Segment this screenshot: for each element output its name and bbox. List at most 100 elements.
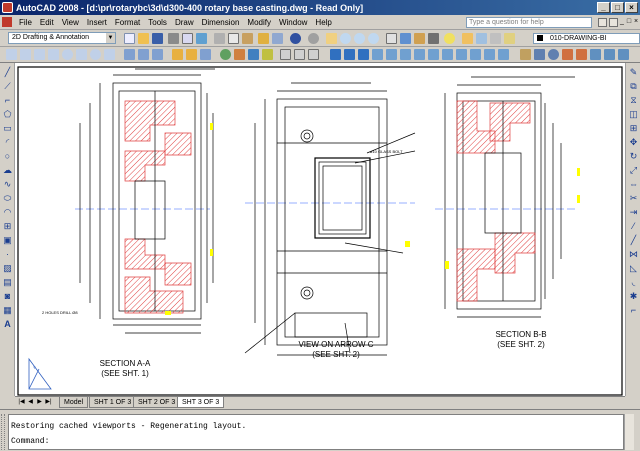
- tab-sht-1[interactable]: SHT 1 OF 3: [89, 397, 137, 408]
- extrude-icon[interactable]: [562, 49, 573, 60]
- visual-style-icon[interactable]: [248, 49, 259, 60]
- save-icon[interactable]: [152, 33, 163, 44]
- plot-icon[interactable]: [168, 33, 179, 44]
- table-icon[interactable]: ▦: [3, 305, 12, 315]
- menu-edit[interactable]: Edit: [39, 17, 54, 27]
- ucs-icon[interactable]: [330, 49, 341, 60]
- layer-dropdown[interactable]: 010-DRAWING-BI: [533, 33, 640, 44]
- hatch-icon[interactable]: ▨: [3, 263, 12, 273]
- menu-tools[interactable]: Tools: [148, 17, 167, 27]
- edit-polyline-icon[interactable]: ⌐: [630, 305, 637, 315]
- open-icon[interactable]: [138, 33, 149, 44]
- line-icon[interactable]: ╱: [4, 67, 11, 77]
- dimension-jogged-icon[interactable]: [76, 49, 87, 60]
- dimension-radius-icon[interactable]: [62, 49, 73, 60]
- region-icon[interactable]: ◙: [4, 291, 11, 301]
- point-icon[interactable]: ·: [6, 249, 9, 259]
- chamfer-icon[interactable]: ◺: [630, 263, 637, 273]
- layer-previous-icon[interactable]: [476, 33, 487, 44]
- ucs-world-icon[interactable]: [344, 49, 355, 60]
- pan-icon[interactable]: [326, 33, 337, 44]
- paste-icon[interactable]: [242, 33, 253, 44]
- revolve-icon[interactable]: [576, 49, 587, 60]
- polyline-icon[interactable]: ⌐: [4, 95, 11, 105]
- quick-dimension-icon[interactable]: [124, 49, 135, 60]
- extend-icon[interactable]: ⇥: [629, 207, 638, 217]
- doc-minimize-button[interactable]: _: [620, 18, 624, 25]
- match-properties-icon[interactable]: [258, 33, 269, 44]
- maximize-button[interactable]: □: [611, 2, 624, 13]
- menu-dimension[interactable]: Dimension: [201, 17, 240, 27]
- stretch-icon[interactable]: ⇔: [629, 179, 638, 189]
- ucs-zaxis-icon[interactable]: [428, 49, 439, 60]
- subtract-icon[interactable]: [604, 49, 615, 60]
- rectangle-icon[interactable]: ▭: [3, 123, 12, 133]
- mirror-icon[interactable]: ⧖: [630, 95, 637, 105]
- offset-icon[interactable]: ◫: [629, 109, 638, 119]
- dimension-diameter-icon[interactable]: [90, 49, 101, 60]
- intersect-icon[interactable]: [618, 49, 629, 60]
- ucs-z-icon[interactable]: [484, 49, 495, 60]
- solid-box-icon[interactable]: [534, 49, 545, 60]
- doc-close-button[interactable]: ×: [633, 18, 639, 25]
- ellipse-arc-icon[interactable]: ◠: [3, 207, 12, 217]
- undo-icon[interactable]: [290, 33, 301, 44]
- help-icon[interactable]: [444, 33, 455, 44]
- zoom-window-icon[interactable]: [354, 33, 365, 44]
- rotate-icon[interactable]: ↻: [629, 151, 638, 161]
- layer-isolate-icon[interactable]: [504, 33, 515, 44]
- break-at-point-icon[interactable]: ⁄: [632, 221, 635, 231]
- tolerance-icon[interactable]: [186, 49, 197, 60]
- next-tab-arrow-icon[interactable]: ▶: [37, 399, 42, 405]
- menu-file[interactable]: File: [19, 17, 32, 27]
- make-block-icon[interactable]: ▣: [3, 235, 12, 245]
- workspace-settings-icon[interactable]: [520, 49, 531, 60]
- properties-icon[interactable]: [386, 33, 397, 44]
- center-mark-icon[interactable]: [200, 49, 211, 60]
- autocad-app-icon[interactable]: [2, 2, 13, 13]
- erase-icon[interactable]: ✎: [629, 67, 638, 77]
- construction-line-icon[interactable]: ⟋: [4, 81, 11, 91]
- gradient-icon[interactable]: ▤: [3, 277, 12, 287]
- table-style-icon[interactable]: [308, 49, 319, 60]
- dimension-linear-icon[interactable]: [6, 49, 17, 60]
- dimension-angular-icon[interactable]: [104, 49, 115, 60]
- ucs-face-icon[interactable]: [372, 49, 383, 60]
- insert-block-icon[interactable]: ⊞: [3, 221, 12, 231]
- prev-tab-arrow-icon[interactable]: ◀: [28, 399, 33, 405]
- doc-restore-button[interactable]: □: [626, 18, 632, 25]
- zoom-previous-icon[interactable]: [368, 33, 379, 44]
- menu-window[interactable]: Window: [278, 17, 308, 27]
- menu-modify[interactable]: Modify: [247, 17, 271, 27]
- menu-help[interactable]: Help: [315, 17, 332, 27]
- copy-icon[interactable]: [228, 33, 239, 44]
- ellipse-icon[interactable]: ⬭: [3, 193, 12, 203]
- tool-palettes-icon[interactable]: [414, 33, 425, 44]
- explode-icon[interactable]: ✱: [629, 291, 638, 301]
- dimension-aligned-icon[interactable]: [20, 49, 31, 60]
- drawing-canvas[interactable]: SECTION A-A (SEE SHT. 1) VIEW ON ARROW C…: [15, 63, 625, 396]
- redo-icon[interactable]: [308, 33, 319, 44]
- dimension-baseline-icon[interactable]: [138, 49, 149, 60]
- layer-state-icon[interactable]: [490, 33, 501, 44]
- move-icon[interactable]: ✥: [629, 137, 638, 147]
- dimension-ordinate-icon[interactable]: [48, 49, 59, 60]
- menu-format[interactable]: Format: [114, 17, 141, 27]
- close-button[interactable]: ×: [625, 2, 638, 13]
- ucs-apply-icon[interactable]: [498, 49, 509, 60]
- help-search-input[interactable]: Type a question for help: [466, 17, 592, 28]
- circle-icon[interactable]: ○: [4, 151, 11, 161]
- text-style-icon[interactable]: [280, 49, 291, 60]
- polygon-icon[interactable]: ⬠: [3, 109, 12, 119]
- arc-icon[interactable]: ◜: [5, 137, 10, 147]
- layer-manager-icon[interactable]: [462, 33, 473, 44]
- menu-draw[interactable]: Draw: [174, 17, 194, 27]
- block-editor-icon[interactable]: [272, 33, 283, 44]
- dimension-arc-icon[interactable]: [34, 49, 45, 60]
- ucs-view-icon[interactable]: [400, 49, 411, 60]
- join-icon[interactable]: ⋈: [629, 249, 638, 259]
- trim-icon[interactable]: ✂: [629, 193, 638, 203]
- ucs-previous-icon[interactable]: [358, 49, 369, 60]
- menu-insert[interactable]: Insert: [86, 17, 107, 27]
- workspace-dropdown[interactable]: 2D Drafting & Annotation ▼: [8, 32, 116, 44]
